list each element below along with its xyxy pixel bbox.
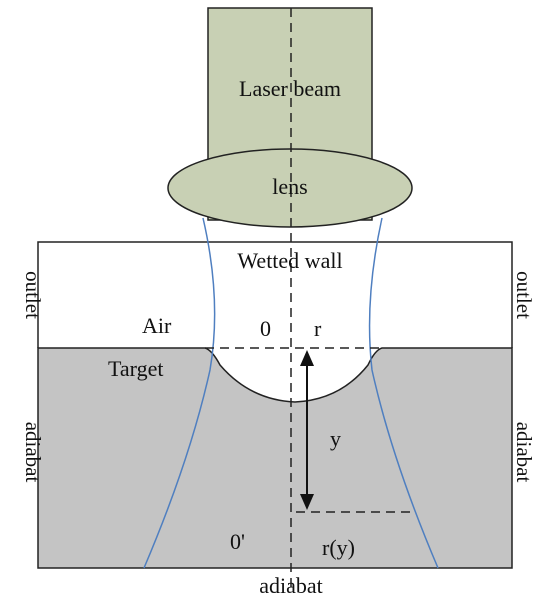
origin-zero-prime-label: 0' bbox=[230, 529, 245, 554]
lens-label: lens bbox=[272, 174, 307, 199]
air-region-box bbox=[37, 241, 513, 348]
target-region bbox=[37, 347, 513, 569]
outlet-left-label: outlet bbox=[21, 271, 45, 319]
y-arrow-head-up bbox=[300, 350, 314, 366]
lens-ellipse bbox=[167, 148, 413, 228]
r-of-y-label: r(y) bbox=[322, 535, 355, 560]
adiabat-left-label: adiabat bbox=[21, 422, 45, 483]
beam-envelope-right bbox=[368, 217, 439, 569]
laser-beam-label: Laser beam bbox=[239, 76, 341, 101]
y-label: y bbox=[330, 426, 341, 451]
adiabat-bottom-label: adiabat bbox=[259, 573, 323, 598]
outlet-right-label: outlet bbox=[512, 271, 536, 319]
adiabat-right-label: adiabat bbox=[512, 422, 536, 483]
origin-zero-label: 0 bbox=[260, 316, 271, 341]
beam-envelope-left bbox=[143, 217, 216, 569]
r-label: r bbox=[314, 316, 322, 341]
air-label: Air bbox=[142, 313, 172, 338]
wetted-wall-label: Wetted wall bbox=[237, 248, 342, 273]
target-label: Target bbox=[108, 356, 163, 381]
y-arrow-head-down bbox=[300, 494, 314, 510]
